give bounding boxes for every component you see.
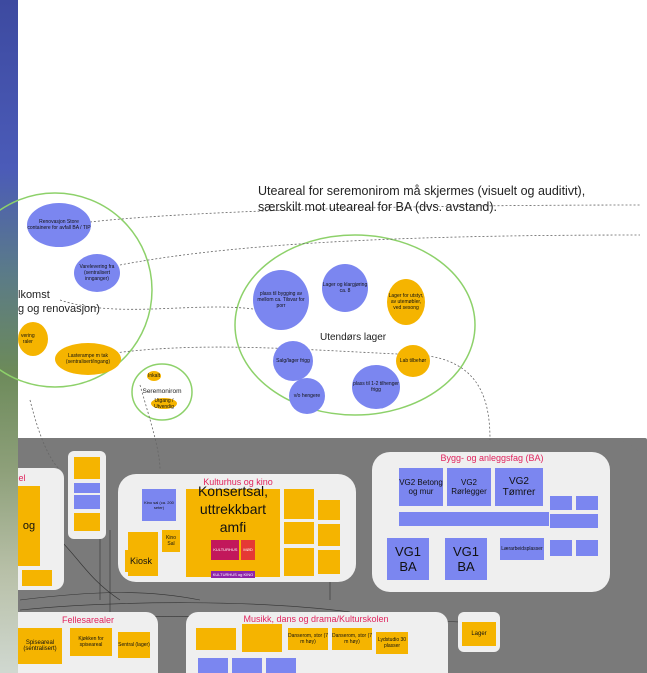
small-column-box-2	[74, 483, 100, 493]
musikk-room-a	[196, 628, 236, 650]
blob-edge-line2: raler	[22, 339, 33, 345]
vg2-betong: VG2 Betong og mur	[399, 468, 443, 506]
blob-lager-2: Lager og klargjøring ca. 8	[322, 264, 368, 312]
tag-kulturhus-kino: KULTURHUS og KINO	[210, 571, 256, 578]
blob-edge-line1: vering	[21, 333, 35, 339]
left-edge-small	[22, 570, 52, 586]
vg1-ba-a: VG1 BA	[387, 538, 429, 580]
blob-lager-3: Lager for utstyr, av utemøbler, ved seso…	[387, 279, 425, 325]
small-column-box-4	[74, 513, 100, 531]
musikk-purple-a	[198, 658, 228, 673]
danserom-1: Danserom, stor (7 m høy)	[288, 628, 328, 650]
bygg-panel: Bygg- og anleggsfag (BA) VG2 Betong og m…	[372, 452, 610, 592]
blob-lager-6: plass til 1-2 tilhenger frigg	[352, 365, 400, 409]
small-column-box-3	[74, 495, 100, 509]
felles-panel: Fellesarealer Spiseareal (sentralisert) …	[18, 612, 158, 673]
left-edge-title: el	[18, 473, 26, 483]
kjokken: Kjøkken for spiseareal	[70, 628, 112, 656]
musikk-purple-b	[232, 658, 262, 673]
note-line-1: Uteareal for seremonirom må skjermes (vi…	[258, 184, 586, 198]
kino-sal-2: Kino Sal	[162, 530, 180, 552]
kulturhus-panel: Kulturhus og kino Kino sal (ca. 200 sete…	[118, 474, 356, 582]
bygg-title: Bygg- og anleggsfag (BA)	[440, 453, 544, 463]
lydstudio: Lydstudio 30 plasser	[376, 632, 408, 654]
konsertsal: Konsertsal, uttrekkbart amfi KULTURHUS M…	[186, 483, 280, 578]
left-group-label-2: g og renovasjon)	[18, 303, 100, 315]
bygg-strip	[399, 512, 549, 526]
left-group-label-1: lkomst	[18, 289, 50, 301]
left-edge-panel: el og	[18, 468, 64, 590]
bygg-small-3	[550, 540, 572, 556]
vg2-tomrer: VG2 Tømrer	[495, 468, 543, 506]
konsertsal-label: Konsertsal, uttrekkbart amfi	[197, 483, 269, 535]
left-outline	[0, 192, 153, 388]
lager-panel: Lager	[458, 612, 500, 652]
spiseareal: Spiseareal (sentralisert)	[18, 628, 62, 664]
musikk-title: Musikk, dans og drama/Kulturskolen	[243, 614, 389, 624]
blob-lager-4: Salg/lager frigg	[273, 341, 313, 381]
musikk-panel: Musikk, dans og drama/Kulturskolen Danse…	[186, 612, 448, 673]
background-photo	[0, 0, 18, 673]
tag-kulturhus: KULTURHUS	[211, 540, 240, 560]
musikk-room-b	[242, 624, 282, 652]
musikk-purple-c	[266, 658, 296, 673]
lager-label: Utendørs lager	[320, 332, 387, 343]
small-column-panel	[68, 451, 106, 539]
danserom-2: Danserom, stor (7 m høy)	[332, 628, 372, 650]
lager-outline	[234, 234, 476, 416]
small-column-box-1	[74, 457, 100, 479]
kulturhus-right-6	[318, 550, 340, 574]
bygg-small-2	[576, 496, 598, 510]
note-line-2: særskilt mot uteareal for BA (dvs. avsta…	[258, 200, 497, 214]
blob-seremoni-top: Inkalt	[147, 371, 161, 381]
lager-box: Lager	[462, 622, 496, 646]
blob-lager-7: v/o hengere	[289, 378, 325, 414]
blob-lager-5: Lab tilbehør	[396, 345, 430, 377]
vg1-ba-b: VG1 BA	[445, 538, 487, 580]
sentral: Sentral (lager)	[118, 632, 150, 658]
vg2-ror: VG2 Rørlegger	[447, 468, 491, 506]
seremonirom-label: Seremonirom	[142, 388, 182, 395]
felles-title: Fellesarealer	[61, 615, 115, 625]
bygg-strip-right	[550, 514, 598, 528]
kino-sal-1: Kino sal (ca. 200 seter)	[142, 489, 176, 521]
lasere: Lærarbeidsplasser	[500, 538, 544, 560]
kulturhus-title: Kulturhus og kino	[203, 477, 273, 487]
kulturhus-right-1	[284, 489, 314, 519]
kulturhus-right-5	[318, 524, 340, 546]
blob-lager-1: plass til bygging av mellom ca. Tilsvar …	[253, 270, 309, 330]
blob-renovasjon: Renovasjon Store containere for avfall B…	[27, 203, 91, 247]
seremoni-outline	[131, 363, 193, 421]
blob-lasterampe: Lasterampe m tak (sentralisert/ingang)	[55, 343, 121, 375]
left-edge-og: og	[22, 520, 36, 532]
blob-varelevering: Varelevering fra (sentralisert innganger…	[74, 254, 120, 292]
tag-mod: MØD	[241, 540, 255, 560]
left-edge-box: og	[18, 486, 40, 566]
kiosk: Kiosk	[125, 550, 157, 572]
kulturhus-right-3	[284, 548, 314, 576]
bygg-small-4	[576, 540, 598, 556]
kulturhus-right-4	[318, 500, 340, 520]
kulturhus-right-2	[284, 522, 314, 544]
blob-seremoni-bottom: Utgang / Utvendig	[151, 398, 177, 410]
bygg-small-1	[550, 496, 572, 510]
blob-edge: vering raler	[18, 322, 48, 356]
seremoni-note: Uteareal for seremonirom må skjermes (vi…	[258, 183, 638, 215]
